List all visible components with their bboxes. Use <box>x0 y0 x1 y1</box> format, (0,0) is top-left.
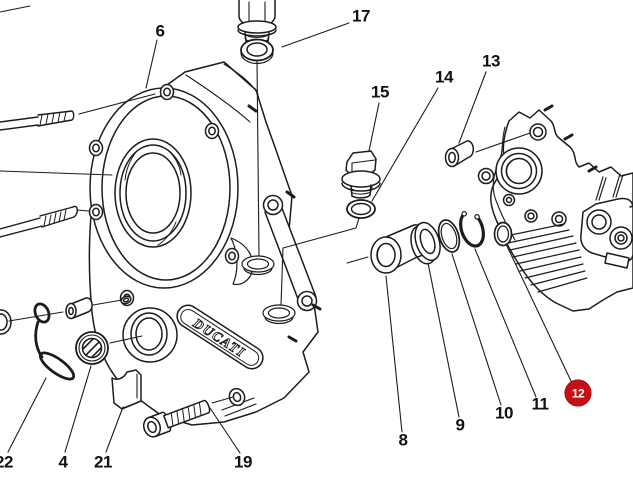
stud-upper-left <box>0 110 75 131</box>
cover-break-marks <box>247 104 322 343</box>
partial-ring-left-edge <box>0 309 12 335</box>
wire-hook-22 <box>33 302 76 381</box>
pump-body <box>580 173 633 269</box>
ring-10 <box>437 219 461 253</box>
stud-lower-left <box>0 205 78 238</box>
part-label-10: 10 <box>495 403 513 423</box>
part-label-17: 17 <box>352 6 370 26</box>
small-bushing <box>65 297 93 320</box>
o-ring-12 <box>493 221 513 247</box>
part-label-9: 9 <box>455 415 465 435</box>
bearing-4 <box>75 331 109 365</box>
cooling-fins <box>505 223 588 293</box>
washer-9 <box>410 221 441 265</box>
plug-15 <box>341 150 381 199</box>
part-label-13: 13 <box>482 51 500 71</box>
o-ring-14 <box>346 199 376 219</box>
screw-19 <box>142 399 211 438</box>
leader-lines <box>0 5 572 454</box>
part-label-8: 8 <box>398 430 408 450</box>
part-label-15: 15 <box>371 82 389 102</box>
cover-foot <box>221 387 257 417</box>
part-label-19: 19 <box>234 452 252 472</box>
clutch-cover-drawing: DUCATI <box>88 61 322 426</box>
threaded-holes <box>241 255 296 325</box>
bushing-seat-hole <box>120 295 132 305</box>
break-marks <box>543 104 598 173</box>
part-label-22: 22 <box>0 452 13 472</box>
part-label-21: 21 <box>94 452 112 472</box>
part-label-4: 4 <box>58 452 68 472</box>
crankcase-fragment-drawing <box>477 104 633 312</box>
top-plug-and-washer-17 <box>237 0 277 65</box>
part-label-6: 6 <box>155 21 165 41</box>
flange-bolt-holes <box>88 83 240 307</box>
circlip-11 <box>459 210 485 248</box>
dowel-bushing-13 <box>444 140 475 168</box>
selected-part-badge-12[interactable]: 12 <box>564 379 592 407</box>
lower-opening <box>122 307 178 363</box>
part-label-11: 11 <box>531 394 549 414</box>
part-label-14: 14 <box>435 67 453 87</box>
rubber-pad-21 <box>111 369 142 410</box>
